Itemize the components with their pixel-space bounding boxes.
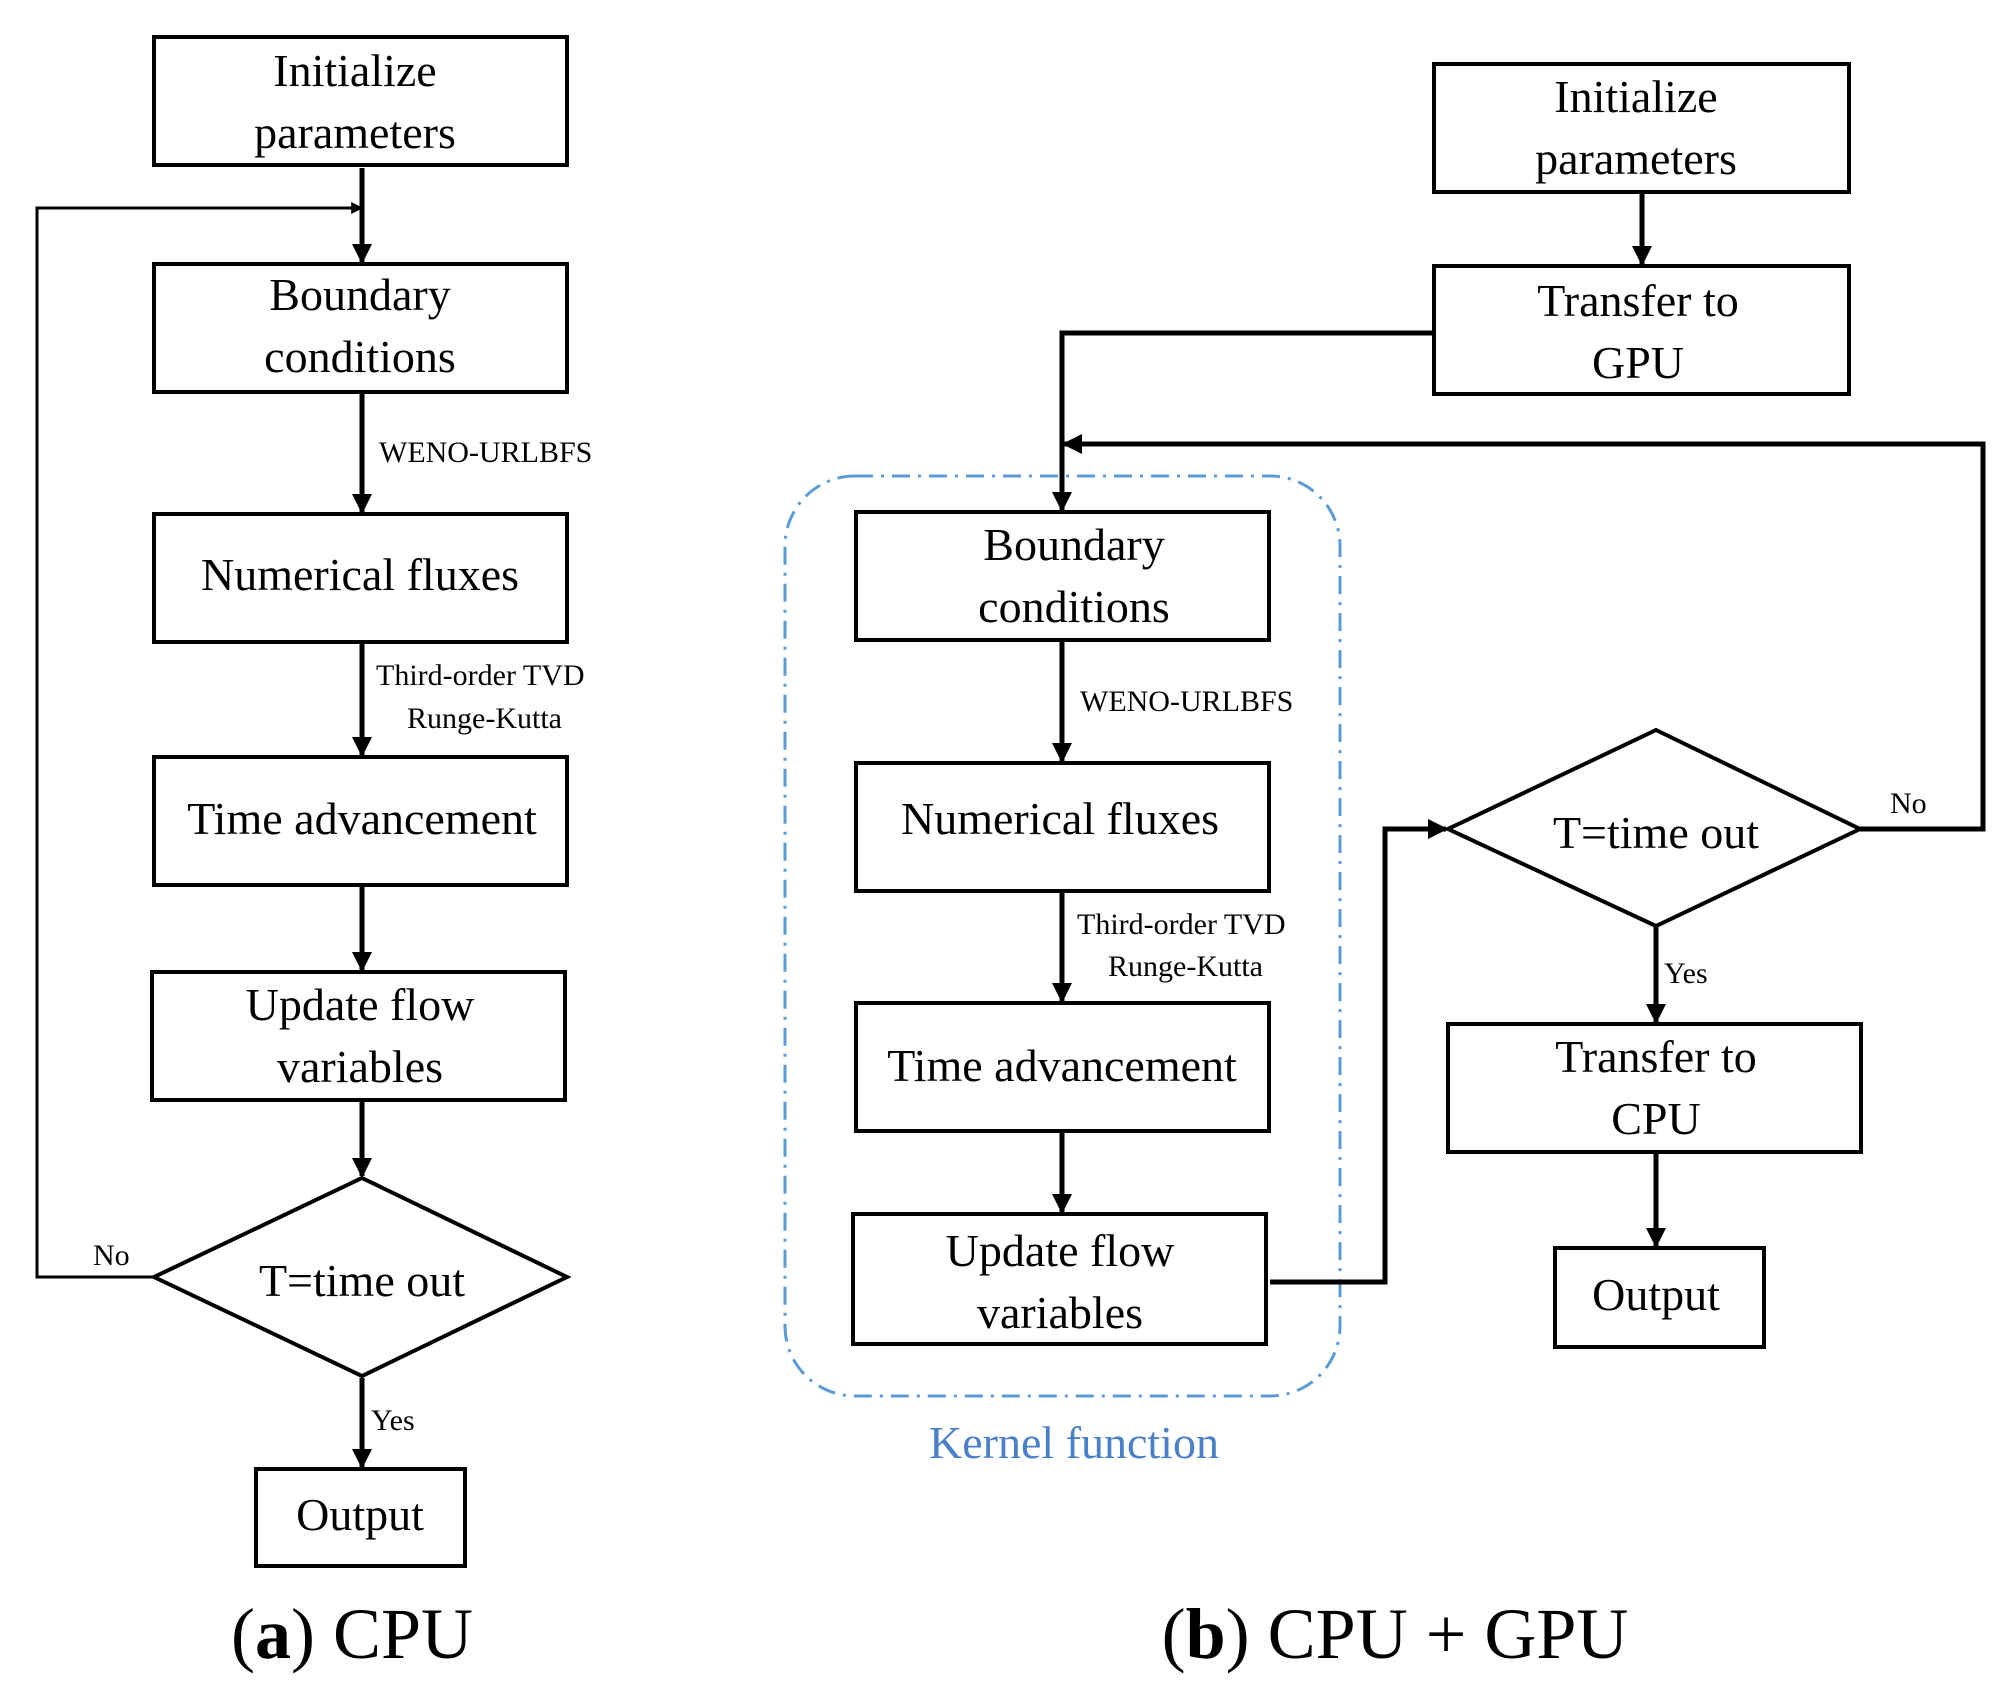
a-node-output: Output [254, 1467, 467, 1568]
b-node-transfer-to-cpu: Transfer to CPU [1446, 1022, 1863, 1154]
b-label-tvd-2: Runge-Kutta [1108, 950, 1263, 983]
caption-a-text: CPU [333, 1594, 473, 1674]
b-output-label: Output [1592, 1269, 1720, 1320]
panel-a-connectors [35, 168, 372, 1469]
b-label-weno: WENO-URLBFS [1080, 685, 1293, 718]
a-label-tvd-2: Runge-Kutta [407, 702, 562, 735]
b-boundary-line-1: Boundary [983, 519, 1164, 570]
panel-a: Initialize parameters Boundary condition… [35, 35, 592, 1674]
a-update-line-2: variables [277, 1041, 443, 1092]
caption-b: (b) CPU + GPU [1162, 1594, 1629, 1674]
caption-a: (a) CPU [231, 1594, 473, 1674]
caption-b-letter: b [1186, 1594, 1226, 1674]
a-label-yes: Yes [371, 1404, 415, 1437]
b-init-line-1: Initialize [1554, 71, 1717, 122]
a-init-line-1: Initialize [273, 45, 436, 96]
a-loop-no-back-to-boundary [35, 202, 364, 1279]
a-label-weno: WENO-URLBFS [379, 436, 592, 469]
panel-b-connectors [1052, 194, 1986, 1285]
b-node-numerical-fluxes: Numerical fluxes [854, 761, 1271, 893]
b-node-initialize-parameters: Initialize parameters [1432, 62, 1851, 194]
b-transfer-cpu-line-2: CPU [1611, 1093, 1700, 1144]
a-update-line-1: Update flow [246, 979, 475, 1030]
a-time-label: Time advancement [187, 793, 537, 844]
b-fluxes-label: Numerical fluxes [901, 793, 1219, 844]
b-arrow-transfer-gpu-to-boundary [1052, 330, 1432, 512]
b-node-boundary-conditions: Boundary conditions [854, 510, 1271, 642]
b-node-output: Output [1553, 1246, 1766, 1349]
b-node-transfer-to-gpu: Transfer to GPU [1432, 264, 1851, 396]
a-init-line-2: parameters [254, 107, 456, 158]
b-arrow-update-to-decision [1270, 819, 1448, 1285]
a-node-initialize-parameters: Initialize parameters [152, 35, 569, 167]
b-decision-label: T=time out [1553, 807, 1759, 858]
kernel-function-frame [783, 474, 1342, 1398]
b-label-tvd-1: Third-order TVD [1077, 908, 1286, 941]
a-label-no: No [93, 1239, 130, 1272]
b-node-update-flow-variables: Update flow variables [851, 1212, 1268, 1346]
a-node-decision-time-out: T=time out [149, 1175, 572, 1379]
a-node-time-advancement: Time advancement [152, 755, 569, 887]
a-output-label: Output [296, 1489, 424, 1540]
a-boundary-line-2: conditions [264, 331, 456, 382]
b-update-line-1: Update flow [946, 1225, 1175, 1276]
b-time-label: Time advancement [887, 1040, 1237, 1091]
caption-a-letter: a [255, 1594, 291, 1674]
panel-b: Kernel function Initialize parameters Tr… [783, 62, 1986, 1674]
b-boundary-line-2: conditions [978, 581, 1170, 632]
b-transfer-gpu-line-2: GPU [1592, 337, 1684, 388]
a-label-tvd-1: Third-order TVD [376, 659, 585, 692]
a-decision-label: T=time out [259, 1255, 465, 1306]
a-node-update-flow-variables: Update flow variables [150, 970, 567, 1102]
b-node-decision-time-out: T=time out [1443, 727, 1865, 929]
caption-b-text: CPU + GPU [1268, 1594, 1629, 1674]
b-init-line-2: parameters [1535, 133, 1737, 184]
b-label-yes: Yes [1664, 957, 1708, 990]
b-loop-no-back-to-boundary [1062, 434, 1986, 832]
a-node-boundary-conditions: Boundary conditions [152, 262, 569, 394]
a-fluxes-label: Numerical fluxes [201, 549, 519, 600]
b-transfer-cpu-line-1: Transfer to [1555, 1031, 1756, 1082]
b-update-line-2: variables [977, 1287, 1143, 1338]
b-transfer-gpu-line-1: Transfer to [1537, 275, 1738, 326]
kernel-function-label: Kernel function [929, 1417, 1219, 1468]
b-node-time-advancement: Time advancement [854, 1001, 1271, 1133]
b-label-no: No [1890, 787, 1927, 820]
a-boundary-line-1: Boundary [269, 269, 450, 320]
a-node-numerical-fluxes: Numerical fluxes [152, 512, 569, 644]
